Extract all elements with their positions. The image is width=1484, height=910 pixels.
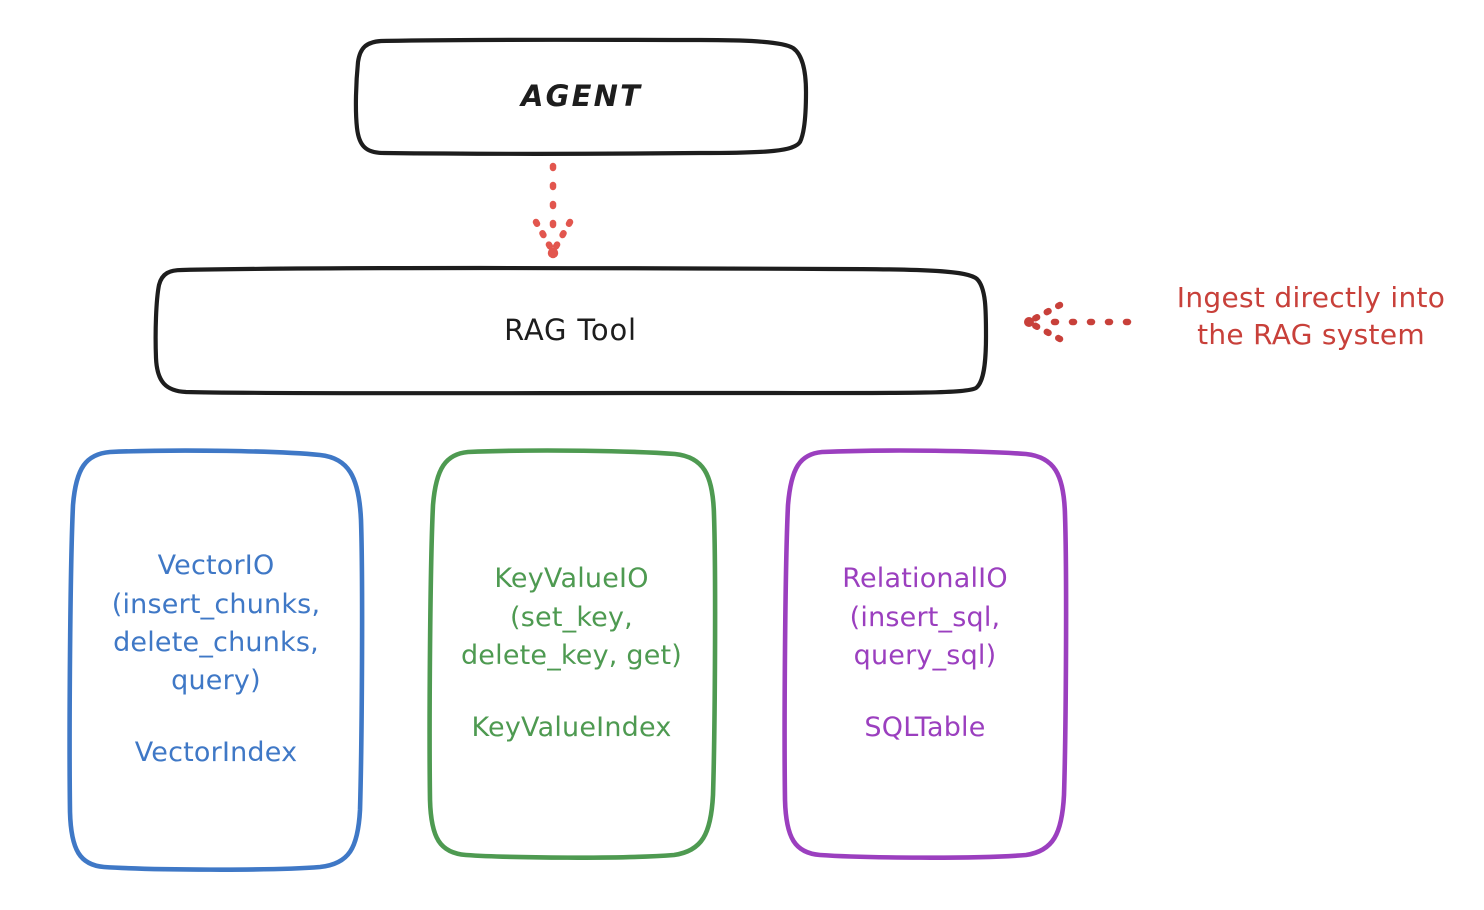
agent-box-outline [353,37,809,156]
ingest-annotation-text: Ingest directly into the RAG system [1176,281,1446,351]
node-vector-io-label: VectorIO (insert_chunks, delete_chunks, … [111,550,321,697]
key-value-io-box-outline [427,448,718,860]
node-key-value-io-index-label: KeyValueIndex [471,712,672,744]
node-relational-io-index-label: SQLTable [864,712,986,744]
node-rag-tool-label: RAG Tool [504,312,637,347]
relational-io-box-outline [782,448,1069,860]
node-vector-io-index-label: VectorIndex [134,737,298,769]
ingest-arrow [1024,301,1132,343]
node-relational-io-text: RelationalIO (insert_sql, query_sql) SQL… [842,526,1008,782]
node-agent[interactable]: AGENT [357,40,806,154]
node-relational-io-label: RelationalIO (insert_sql, query_sql) [842,563,1008,671]
node-rag-tool[interactable]: RAG Tool [155,268,986,393]
node-vector-io-text: VectorIO (insert_chunks, delete_chunks, … [112,513,320,808]
node-vector-io[interactable]: VectorIO (insert_chunks, delete_chunks, … [70,450,362,870]
node-relational-io[interactable]: RelationalIO (insert_sql, query_sql) SQL… [784,450,1066,858]
node-key-value-io-text: KeyValueIO (set_key, delete_key, get) Ke… [461,526,682,782]
node-key-value-io-label: KeyValueIO (set_key, delete_key, get) [460,563,683,671]
node-key-value-io[interactable]: KeyValueIO (set_key, delete_key, get) Ke… [429,450,714,858]
agent-to-rag-tool-arrow [532,162,574,259]
node-agent-label: AGENT [520,79,643,114]
vector-io-box-outline [67,448,365,872]
rag-tool-box-outline [153,265,989,396]
